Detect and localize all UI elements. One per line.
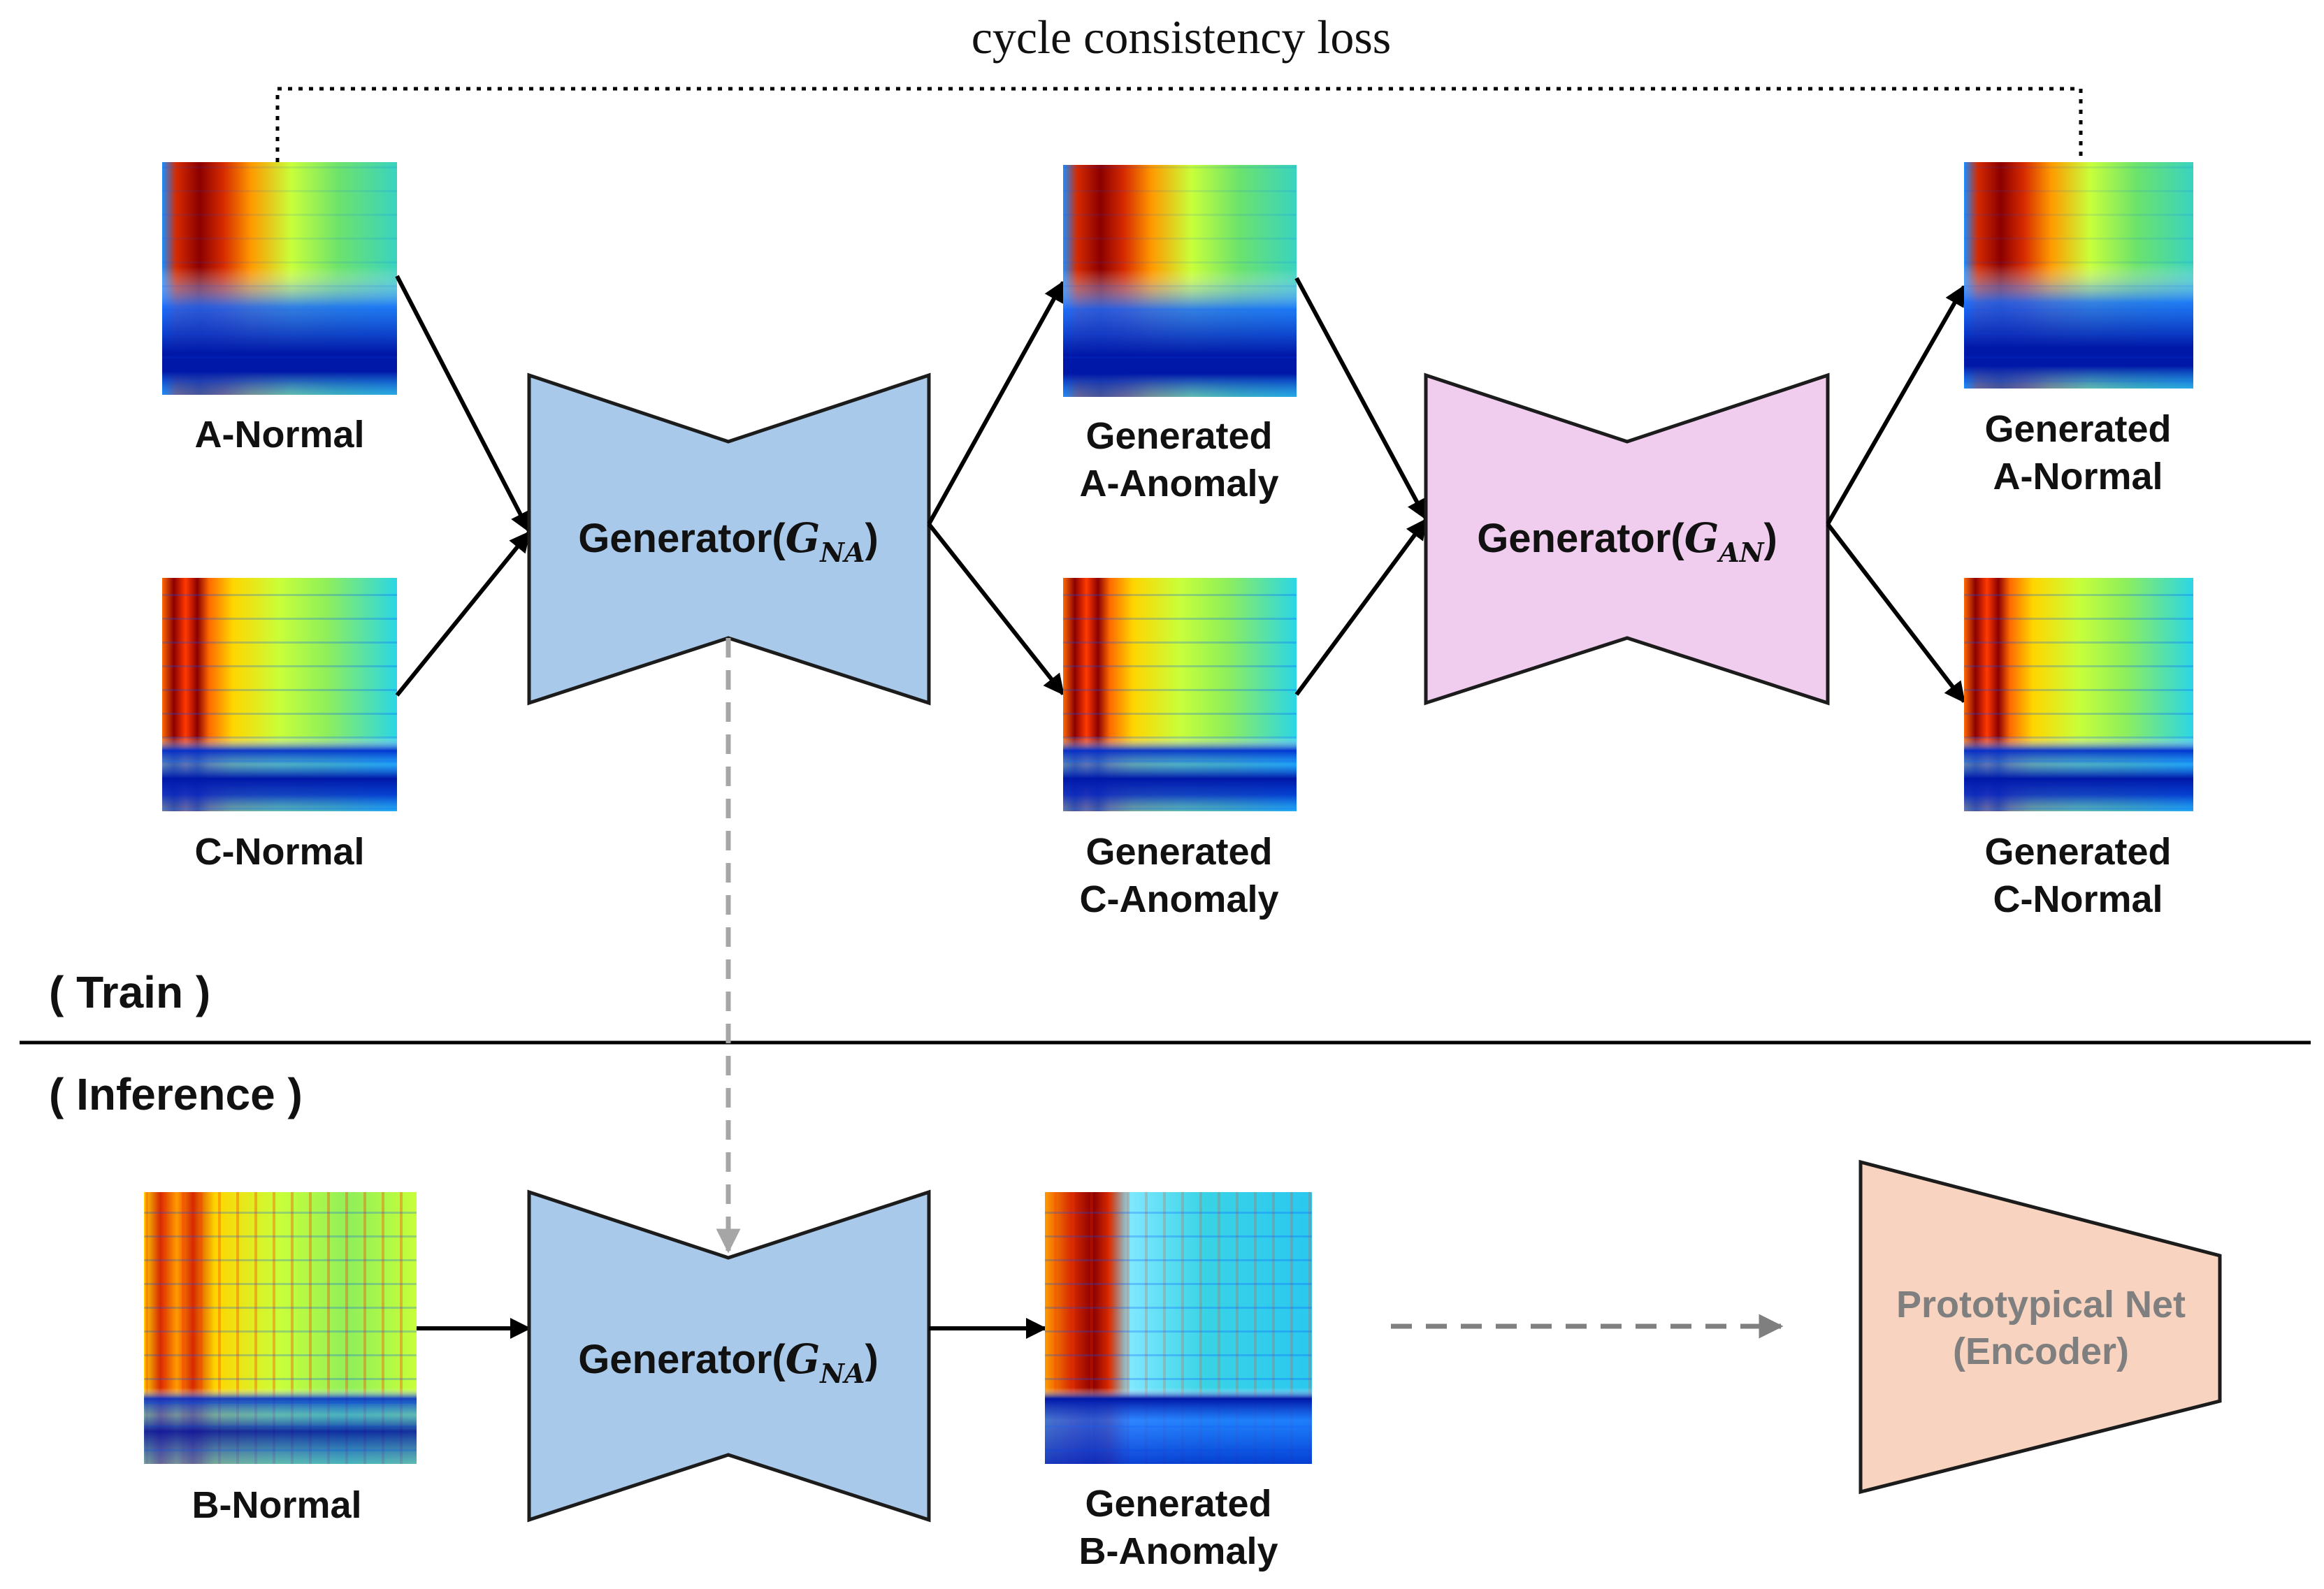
arrow-gan-to-gen-c-normal	[1826, 523, 1966, 704]
prototypical-net-label-line2: (Encoder)	[1953, 1330, 2129, 1372]
arrow-a-normal-to-gna	[395, 275, 531, 533]
arrow-gna-to-gen-a-anomaly	[927, 280, 1065, 525]
generator-na-train-label: Generator(GNA)	[578, 514, 879, 568]
label-gen-b-anomaly-line2: B-Anomaly	[1078, 1530, 1278, 1572]
heatmap-gen-b-anomaly	[1045, 1192, 1312, 1464]
label-gen-a-anomaly-line2: A-Anomaly	[1079, 463, 1278, 505]
label-c-normal: C-Normal	[194, 831, 364, 873]
arrow-gen-a-anomaly-to-gan	[1294, 277, 1428, 521]
generator-na-inference-label: Generator(GNA)	[578, 1335, 879, 1389]
arrow-gna-to-gen-c-anomaly	[927, 523, 1065, 696]
label-gen-c-anomaly-line1: Generated	[1085, 831, 1272, 873]
heatmap-gen-a-normal	[1964, 162, 2193, 389]
generator-an-label: Generator(GAN)	[1477, 514, 1777, 568]
heatmap-gen-c-anomaly	[1063, 578, 1297, 811]
arrow-gen-c-anomaly-to-gan	[1294, 518, 1428, 696]
label-b-normal: B-Normal	[192, 1484, 361, 1526]
heatmap-gen-c-normal	[1964, 578, 2193, 811]
generator-an	[1424, 372, 1830, 706]
generator-na-train	[527, 372, 931, 706]
section-inference-label: ( Inference )	[49, 1069, 303, 1119]
heatmap-a-normal	[162, 162, 397, 395]
heatmap-c-normal	[162, 578, 397, 811]
label-gen-c-anomaly-line2: C-Anomaly	[1079, 878, 1278, 920]
label-gen-a-normal-line2: A-Normal	[1993, 456, 2163, 498]
label-a-normal: A-Normal	[194, 414, 364, 456]
section-train-label: ( Train )	[49, 967, 210, 1017]
label-gen-c-normal-line1: Generated	[1984, 831, 2171, 873]
label-gen-a-normal-line1: Generated	[1984, 408, 2171, 450]
prototypical-net-encoder	[1859, 1159, 2222, 1495]
label-gen-a-anomaly-line1: Generated	[1085, 415, 1272, 457]
label-gen-c-normal-line2: C-Normal	[1993, 878, 2163, 920]
arrow-gan-to-gen-a-normal	[1826, 284, 1966, 525]
generator-na-inference	[527, 1189, 931, 1523]
cycle-consistency-title: cycle consistency loss	[972, 10, 1392, 64]
label-gen-b-anomaly-line1: Generated	[1085, 1483, 1271, 1525]
heatmap-b-normal	[144, 1192, 417, 1464]
arrow-c-normal-to-gna	[395, 530, 531, 697]
cycle-consistency-bracket	[275, 87, 2083, 162]
heatmap-gen-a-anomaly	[1063, 165, 1297, 397]
prototypical-net-label-line1: Prototypical Net	[1896, 1284, 2186, 1326]
